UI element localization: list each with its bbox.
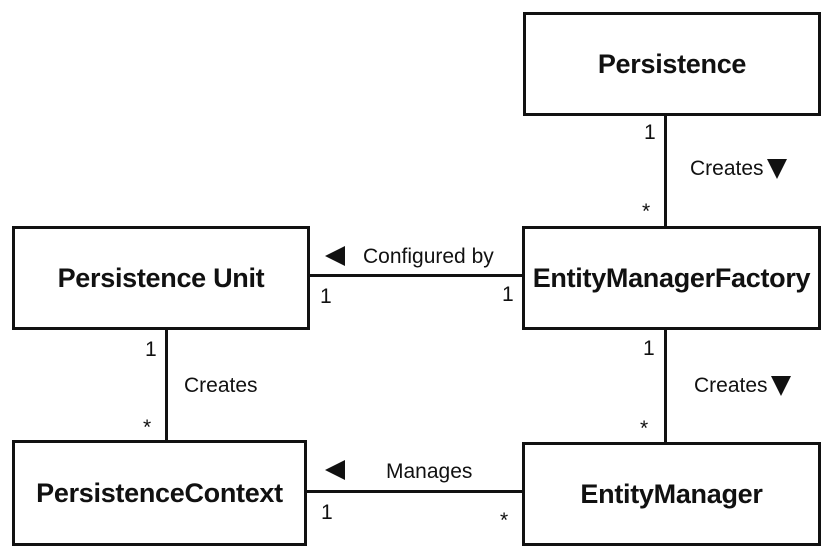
unit-context-connector <box>165 330 168 440</box>
em-context-connector <box>307 490 523 493</box>
emf-from-persistence-multiplicity: * <box>642 200 651 223</box>
emf-creates-label: Creates <box>694 374 791 397</box>
persistence-creates-label: Creates <box>690 157 787 180</box>
entity-manager-factory-class-name: EntityManagerFactory <box>532 262 811 293</box>
manages-label: Manages <box>386 460 473 483</box>
context-from-unit-multiplicity: * <box>143 416 152 439</box>
unit-creates-label: Creates <box>184 374 258 397</box>
persistence-unit-class-box: Persistence Unit <box>12 226 310 330</box>
persistence-creates-text: Creates <box>690 157 764 180</box>
configured-by-label: Configured by <box>363 245 494 268</box>
left-triangle-icon <box>325 460 345 480</box>
entity-manager-class-box: EntityManager <box>522 442 821 546</box>
left-triangle-icon <box>325 246 345 266</box>
persistence-context-class-box: PersistenceContext <box>12 440 307 546</box>
emf-creates-text: Creates <box>694 374 768 397</box>
persistence-context-class-name: PersistenceContext <box>36 477 283 508</box>
persistence-class-box: Persistence <box>523 12 821 116</box>
persistence-emf-connector <box>664 116 667 227</box>
unit-configured-multiplicity: 1 <box>320 285 332 308</box>
emf-em-connector <box>664 330 667 442</box>
persistence-unit-class-name: Persistence Unit <box>57 262 265 293</box>
down-triangle-icon <box>770 376 791 397</box>
persistence-class-name: Persistence <box>597 48 747 79</box>
entity-manager-factory-class-box: EntityManagerFactory <box>522 226 821 330</box>
unit-emf-connector <box>310 274 523 277</box>
emf-configured-multiplicity: 1 <box>502 283 514 306</box>
em-manages-multiplicity: * <box>500 509 509 532</box>
emf-creates-multiplicity: 1 <box>643 337 655 360</box>
persistence-multiplicity: 1 <box>644 121 656 144</box>
context-managed-multiplicity: 1 <box>321 501 333 524</box>
unit-creates-multiplicity: 1 <box>145 338 157 361</box>
down-triangle-icon <box>766 159 787 180</box>
em-from-emf-multiplicity: * <box>640 417 649 440</box>
entity-manager-class-name: EntityManager <box>580 478 763 509</box>
